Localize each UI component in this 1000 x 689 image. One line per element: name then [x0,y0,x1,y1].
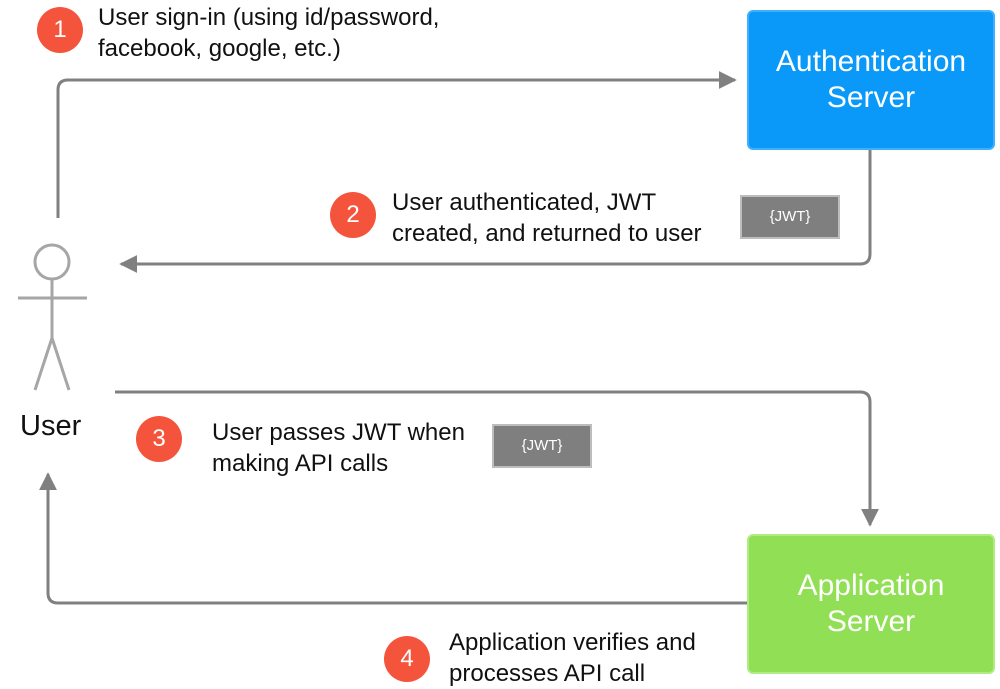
step-3-badge: 3 [136,416,182,462]
step-3-description: User passes JWT when making API calls [212,417,465,479]
step-1-line-2: facebook, google, etc.) [98,35,341,62]
step-2-description: User authenticated, JWT created, and ret… [392,187,702,249]
arrow-signin-to-auth-server [56,71,737,218]
jwt-token-step-3: {JWT} [492,424,592,468]
step-4-line-2: processes API call [449,660,646,687]
authentication-server-box: Authentication Server [747,10,995,150]
arrow-api-call-to-app-server [115,390,879,527]
auth-server-line-1: Authentication [775,45,967,78]
step-4-line-1: Application verifies and [449,629,696,656]
step-2-line-1: User authenticated, JWT [392,189,657,216]
arrow-jwt-returned-to-user [119,150,872,273]
step-4-description: Application verifies and processes API c… [449,627,696,689]
step-2-line-2: created, and returned to user [392,220,702,247]
app-server-line-1: Application [797,569,945,602]
user-label: User [20,410,82,442]
step-1-line-1: User sign-in (using id/password, [98,4,440,31]
arrow-response-to-user [39,472,747,605]
step-3-line-2: making API calls [212,450,389,477]
authentication-server-label: Authentication Server [776,44,966,116]
application-server-label: Application Server [798,568,945,640]
step-1-description: User sign-in (using id/password, faceboo… [98,2,439,64]
step-2-badge: 2 [330,192,376,238]
step-3-line-1: User passes JWT when [212,419,465,446]
application-server-box: Application Server [747,534,995,674]
app-server-line-2: Server [826,605,916,638]
jwt-token-step-2: {JWT} [740,195,840,239]
step-4-badge: 4 [384,636,430,682]
auth-server-line-2: Server [826,81,916,114]
step-1-badge: 1 [37,7,83,53]
user-stick-figure-icon [18,243,87,391]
